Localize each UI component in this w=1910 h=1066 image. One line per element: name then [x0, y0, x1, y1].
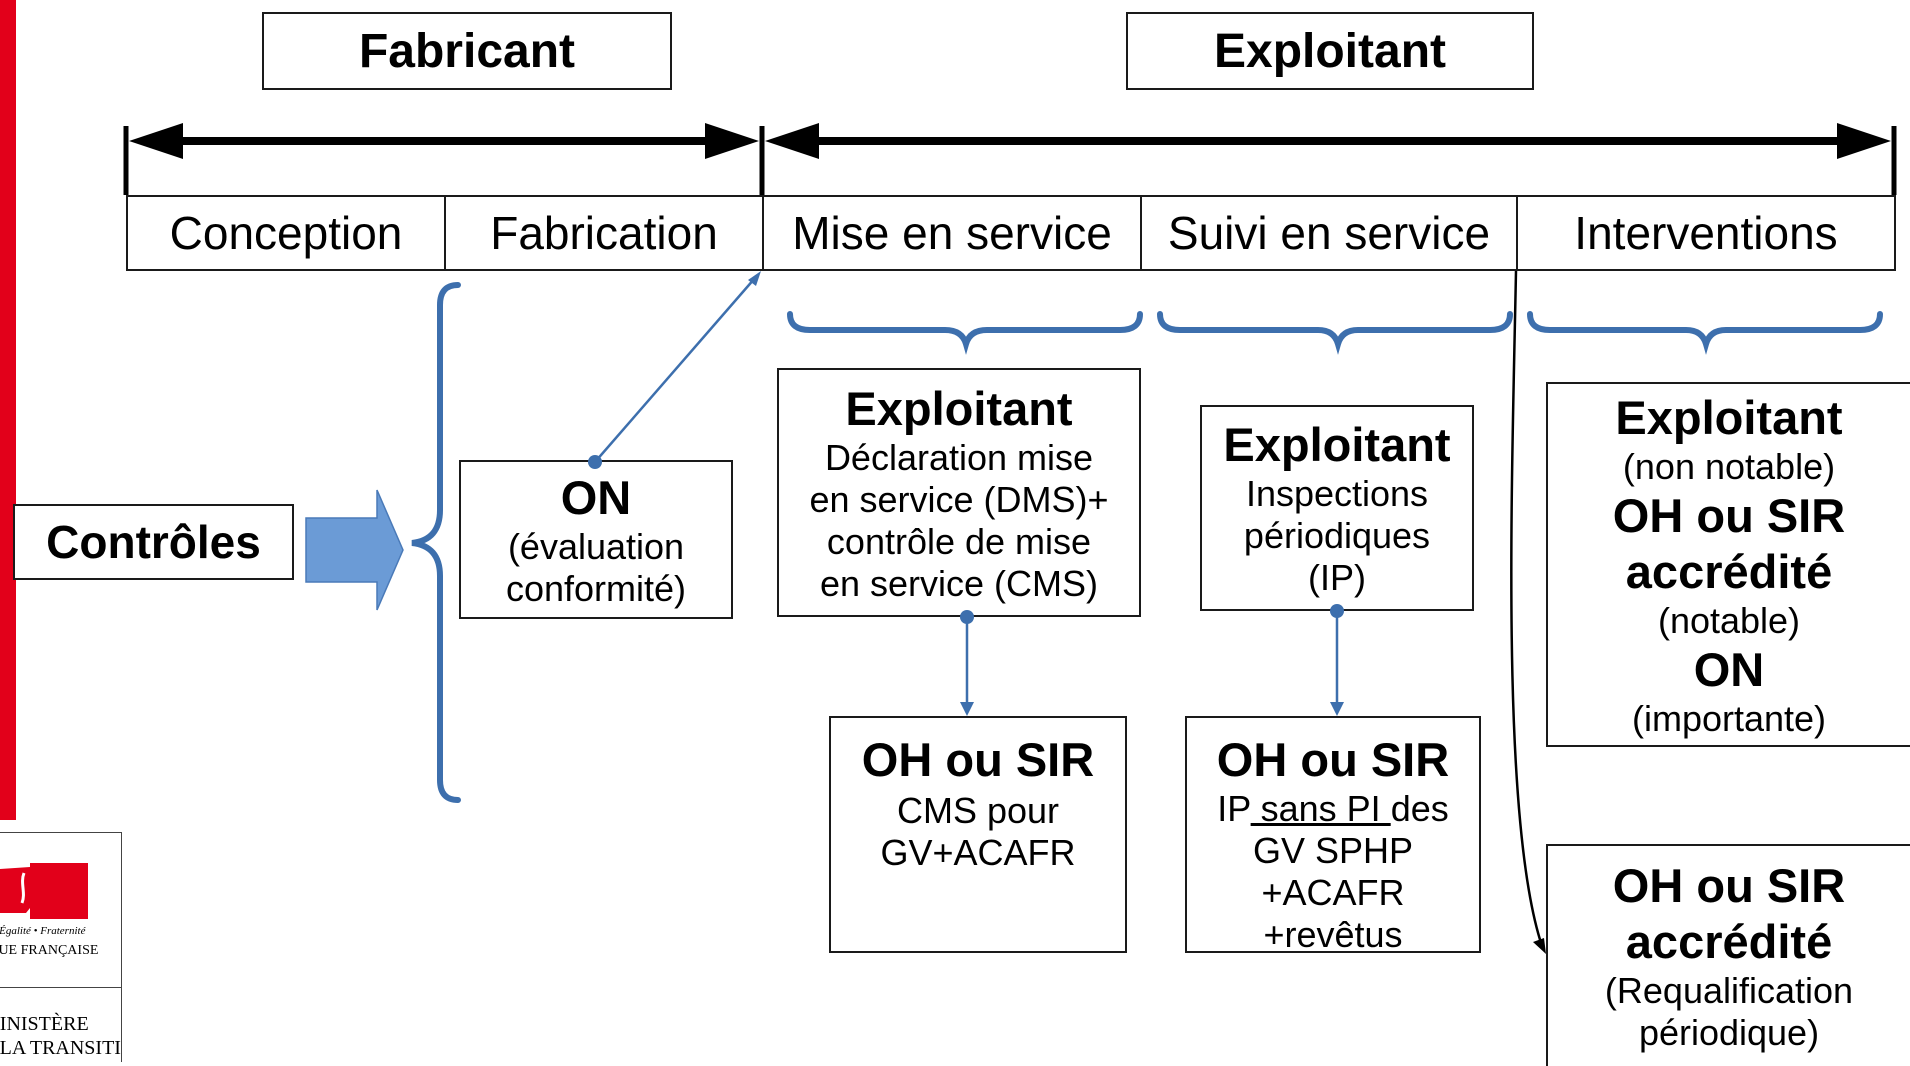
- suivi-en-service-exploitant-box: Exploitant Inspections périodiques (IP): [1200, 405, 1474, 611]
- mise-line-2: en service (DMS)+: [809, 478, 1109, 520]
- interv-line-1: (non notable): [1622, 445, 1836, 487]
- interv-title-4: ON: [1693, 642, 1765, 696]
- oh-ip-line-1: IP sans PI des: [1187, 788, 1479, 830]
- logo-ministry-1: MINISTÈRE: [0, 1013, 89, 1035]
- marianne-emblem: [0, 863, 88, 919]
- connector-requalification: [1510, 270, 1544, 947]
- interventions-exploitant-box: Exploitant (non notable) OH ou SIR accré…: [1546, 382, 1910, 747]
- interv-line-2: (notable): [1657, 599, 1801, 641]
- suivi-line-1: Inspections: [1245, 473, 1429, 514]
- oh-cms-title: OH ou SIR: [861, 733, 1095, 786]
- on-line-2: conformité): [505, 567, 687, 609]
- connector-ip-arrowhead: [1330, 702, 1344, 716]
- phase-conception: Conception: [126, 195, 446, 271]
- curly-brace-left: [411, 282, 461, 803]
- oh-ip-des: des: [1390, 788, 1449, 829]
- connector-cms-arrowhead: [960, 702, 974, 716]
- brace-suivi-en-service: [1157, 311, 1513, 355]
- red-side-bar: [0, 0, 16, 820]
- arrowhead-fab-right: [705, 123, 759, 159]
- logo-republic: RÉPUBLIQUE FRANÇAISE: [0, 943, 99, 958]
- brace-mise-en-service: [787, 311, 1143, 355]
- oh-sir-ip-box: OH ou SIR IP sans PI des GV SPHP +ACAFR …: [1185, 716, 1481, 955]
- interv-title-2: OH ou SIR: [1612, 488, 1846, 542]
- logo-ministry-2: DE LA TRANSITION: [0, 1037, 121, 1059]
- connector-requalification-arrowhead: [1533, 938, 1546, 954]
- oh-ip-line-3: +ACAFR: [1261, 872, 1405, 913]
- suivi-line-2: périodiques: [1243, 515, 1431, 556]
- mise-line-3: contrôle de mise: [826, 520, 1092, 562]
- oh-req-line-1: (Requalification: [1604, 970, 1854, 1011]
- republique-logo: Liberté • Égalité • Fraternité RÉPUBLIQU…: [0, 832, 122, 1062]
- phase-mise-en-service: Mise en service: [762, 195, 1142, 271]
- arrowhead-expl-left: [765, 123, 819, 159]
- oh-cms-line-2: GV+ACAFR: [880, 832, 1076, 873]
- arrowhead-expl-right: [1837, 123, 1891, 159]
- oh-req-title-2: accrédité: [1625, 915, 1833, 968]
- oh-sir-requalification-box: OH ou SIR accrédité (Requalification pér…: [1546, 844, 1910, 1066]
- mise-title: Exploitant: [845, 381, 1073, 435]
- on-title: ON: [560, 470, 632, 524]
- logo-motto: Liberté • Égalité • Fraternité: [0, 925, 86, 937]
- interv-line-3: (importante): [1631, 697, 1827, 739]
- oh-ip-line-2: GV SPHP: [1252, 830, 1414, 871]
- on-line-1: (évaluation: [507, 525, 685, 567]
- controles-box: Contrôles: [13, 504, 294, 580]
- block-arrow-right: [305, 489, 404, 611]
- mise-line-4: en service (CMS): [819, 562, 1099, 604]
- interv-title-1: Exploitant: [1615, 390, 1843, 444]
- oh-req-title-1: OH ou SIR: [1612, 859, 1846, 912]
- oh-ip-ip: IP: [1217, 788, 1251, 829]
- mise-line-1: Déclaration mise: [824, 436, 1094, 478]
- connector-on-dot: [588, 455, 602, 469]
- oh-ip-line-4: +revêtus: [1263, 914, 1403, 955]
- suivi-line-3: (IP): [1308, 557, 1366, 598]
- arrowhead-fab-left: [129, 123, 183, 159]
- connector-on-to-phase: [594, 277, 756, 463]
- oh-cms-line-1: CMS pour: [896, 790, 1060, 831]
- phase-fabrication: Fabrication: [444, 195, 764, 271]
- phase-interventions: Interventions: [1516, 195, 1896, 271]
- suivi-title: Exploitant: [1223, 418, 1451, 471]
- header-fabricant: Fabricant: [262, 12, 672, 90]
- mise-en-service-exploitant-box: Exploitant Déclaration mise en service (…: [777, 368, 1141, 617]
- controles-label: Contrôles: [46, 516, 261, 568]
- brace-interventions: [1527, 311, 1883, 355]
- on-evaluation-box: ON (évaluation conformité): [459, 460, 733, 619]
- oh-req-line-2: périodique): [1638, 1012, 1820, 1053]
- header-exploitant: Exploitant: [1126, 12, 1534, 90]
- interv-title-3: accrédité: [1625, 544, 1833, 598]
- oh-sir-cms-box: OH ou SIR CMS pour GV+ACAFR: [829, 716, 1127, 953]
- phase-suivi-en-service: Suivi en service: [1140, 195, 1518, 271]
- oh-ip-sans-pi: sans PI: [1250, 788, 1391, 829]
- connector-on-arrowhead: [748, 271, 761, 286]
- oh-ip-title: OH ou SIR: [1216, 733, 1450, 786]
